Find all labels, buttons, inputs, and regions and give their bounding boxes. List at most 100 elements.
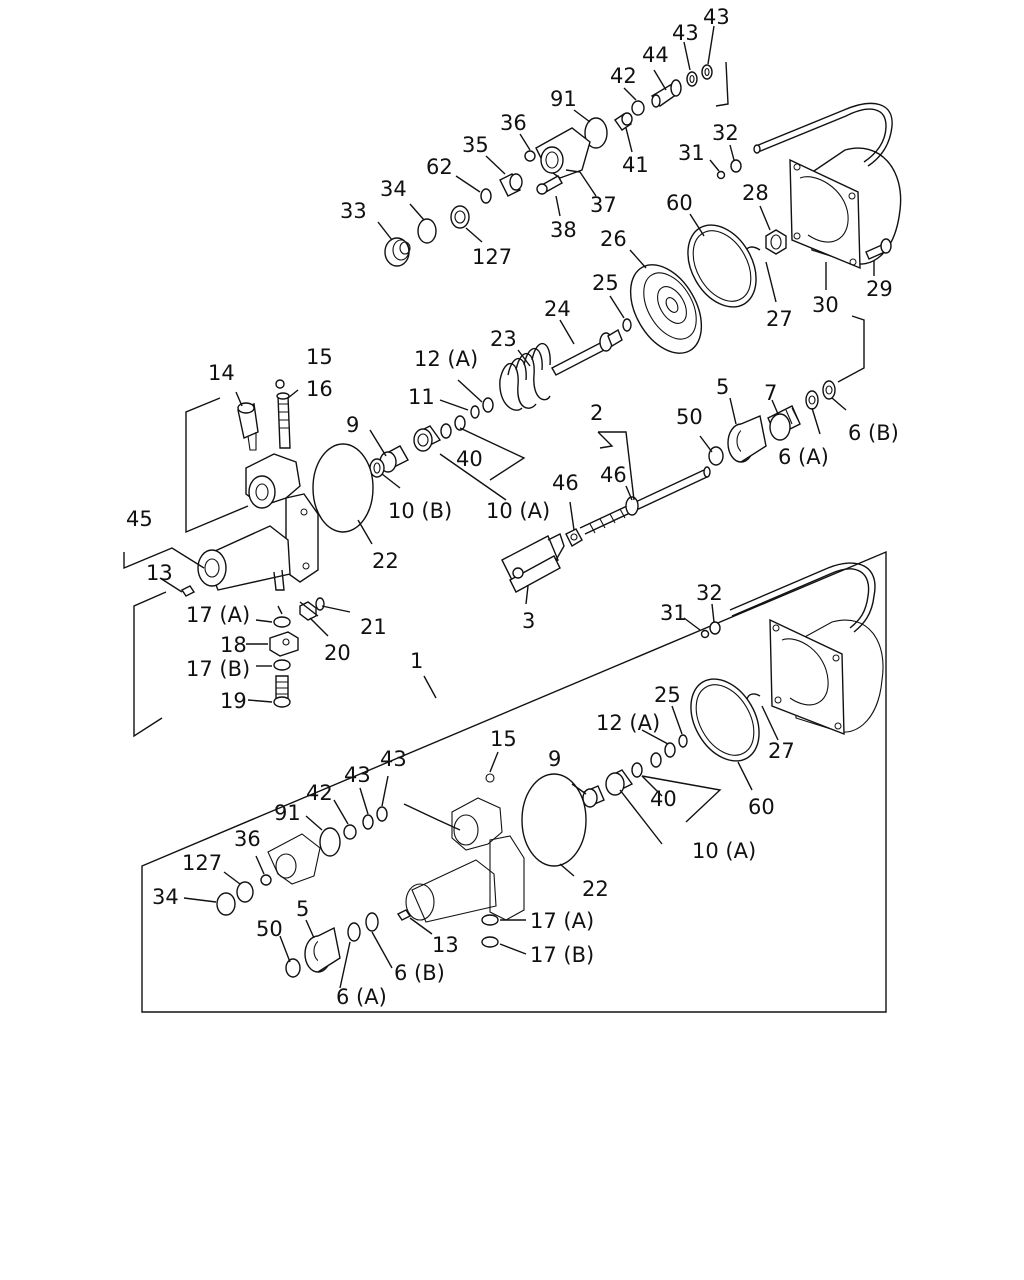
kit-callout-42: 42 <box>306 781 333 805</box>
kit-plug-36 <box>260 874 272 886</box>
kit-oring-42 <box>343 824 357 840</box>
callout-19: 19 <box>220 689 247 713</box>
part-plug-33 <box>384 237 411 267</box>
part-bolt-16 <box>276 392 291 449</box>
callout-17b: 17 (B) <box>186 657 250 681</box>
callout-22: 22 <box>372 549 399 573</box>
callout-25: 25 <box>592 271 619 295</box>
part-nut-41 <box>614 112 633 131</box>
kit-callout-15: 15 <box>490 727 517 751</box>
callout-38: 38 <box>550 218 577 242</box>
callout-46-rod: 46 <box>600 463 627 487</box>
part-bolt-29 <box>865 238 892 260</box>
callout-1: 1 <box>410 649 423 673</box>
callout-44: 44 <box>642 43 669 67</box>
kit-piston-5 <box>304 926 341 973</box>
callout-26: 26 <box>600 227 627 251</box>
callout-40: 40 <box>456 447 483 471</box>
callout-32: 32 <box>712 121 739 145</box>
part-washer-21 <box>315 597 325 611</box>
main-exploded-view <box>180 64 902 708</box>
callout-27: 27 <box>766 307 793 331</box>
part-plug-36 <box>524 150 536 162</box>
callout-35: 35 <box>462 133 489 157</box>
leader-lines <box>123 25 875 738</box>
kit-nut-32 <box>709 621 721 635</box>
kit-callout-10a: 10 (A) <box>692 839 756 863</box>
part-diaphragm-60 <box>687 224 757 308</box>
kit-sleeve-127 <box>236 881 254 903</box>
callout-16: 16 <box>306 377 333 401</box>
part-ring-12a <box>482 397 494 413</box>
callout-17a: 17 (A) <box>186 603 250 627</box>
callout-labels: 43 43 44 42 91 36 35 62 41 37 38 34 33 1… <box>126 5 899 713</box>
callout-12a: 12 (A) <box>414 347 478 371</box>
part-oring-91 <box>584 117 608 149</box>
part-chamber-30 <box>789 147 902 270</box>
kit-exploded-view <box>216 562 884 978</box>
kit-callout-31: 31 <box>660 601 687 625</box>
kit-washer-17a <box>481 914 499 926</box>
part-bushing-10a <box>413 425 442 452</box>
kit-callout-32: 32 <box>696 581 723 605</box>
part-clevis-3 <box>501 533 565 593</box>
callout-43-lower: 43 <box>672 21 699 45</box>
callout-62: 62 <box>426 155 453 179</box>
callout-9: 9 <box>346 413 359 437</box>
callout-18: 18 <box>220 633 247 657</box>
callout-10a: 10 (A) <box>486 499 550 523</box>
kit-key-13 <box>396 909 412 921</box>
callout-29: 29 <box>866 277 893 301</box>
part-nut-46 <box>565 528 583 547</box>
callout-15: 15 <box>306 345 333 369</box>
kit-callout-127: 127 <box>182 851 222 875</box>
kit-callout-17b: 17 (B) <box>530 943 594 967</box>
kit-callout-43-right: 43 <box>380 747 407 771</box>
kit-callout-9: 9 <box>548 747 561 771</box>
callout-42: 42 <box>610 64 637 88</box>
kit-callout-50: 50 <box>256 917 283 941</box>
part-elbow-37 <box>535 127 591 179</box>
kit-callout-25: 25 <box>654 683 681 707</box>
callout-7: 7 <box>764 381 777 405</box>
part-block-18 <box>269 631 299 657</box>
kit-callout-6a: 6 (A) <box>336 985 387 1009</box>
callout-10b: 10 (B) <box>388 499 452 523</box>
callout-43-upper: 43 <box>703 5 730 29</box>
callout-14: 14 <box>208 361 235 385</box>
kit-ring-12a <box>664 742 676 758</box>
part-nut-20 <box>299 601 317 621</box>
kit-bushing-9 <box>582 785 605 808</box>
part-seal-43 <box>686 64 713 87</box>
part-piston-26 <box>629 264 703 354</box>
kit-seal-40 <box>631 752 662 778</box>
callout-28: 28 <box>742 181 769 205</box>
kit-oring-22 <box>521 773 587 867</box>
kit-callout-12a: 12 (A) <box>596 711 660 735</box>
callout-6b: 6 (B) <box>848 421 899 445</box>
kit-callout-60: 60 <box>748 795 775 819</box>
part-fitting-44 <box>650 79 682 108</box>
callout-21: 21 <box>360 615 387 639</box>
kit-bushing-10a <box>605 769 634 796</box>
kit-callout-5: 5 <box>296 897 309 921</box>
part-rod-24 <box>551 328 623 376</box>
callout-36: 36 <box>500 111 527 135</box>
callout-5: 5 <box>716 375 729 399</box>
callout-60: 60 <box>666 191 693 215</box>
kit-callout-27: 27 <box>768 739 795 763</box>
kit-leader-lines <box>183 603 779 989</box>
kit-callout-43-left: 43 <box>344 763 371 787</box>
kit-washer-50 <box>285 958 301 978</box>
kit-callout-36: 36 <box>234 827 261 851</box>
part-ring-31 <box>716 170 726 180</box>
kit-seal-6 <box>347 912 379 942</box>
kit-oring-91 <box>319 827 341 857</box>
part-sleeve-127 <box>450 205 470 229</box>
callout-91: 91 <box>550 87 577 111</box>
part-ring-34 <box>417 218 437 244</box>
callout-34: 34 <box>380 177 407 201</box>
part-seal-6 <box>805 380 836 410</box>
callout-33: 33 <box>340 199 367 223</box>
